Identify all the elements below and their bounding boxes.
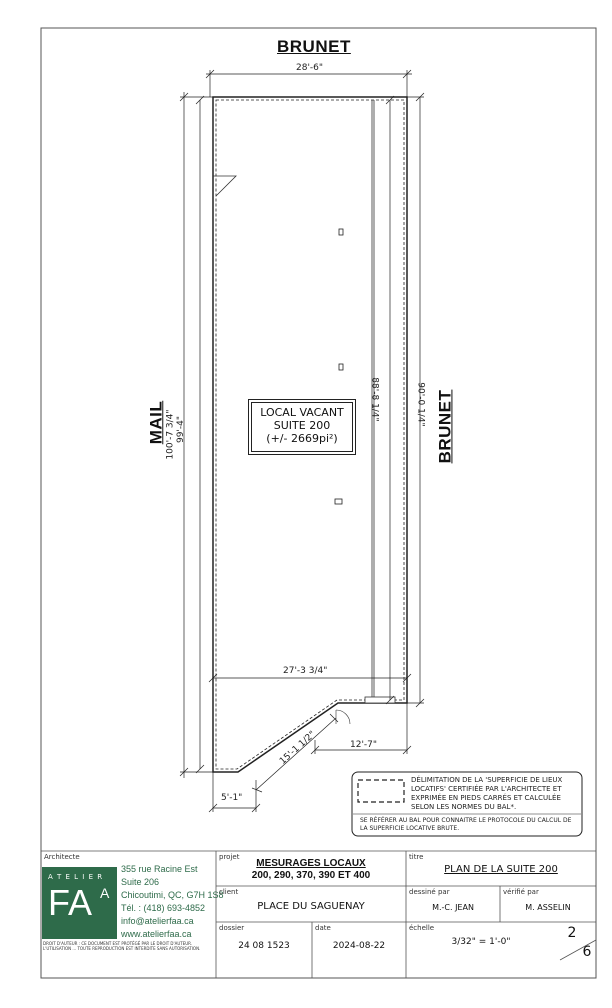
dim-small: 5'-1" [221, 793, 243, 803]
drawn-by-value: M.-C. JEAN [432, 903, 474, 912]
drawn-by-label: dessiné par [409, 888, 450, 896]
date-value: 2024-08-22 [332, 941, 386, 951]
checked-by-label: vérifié par [503, 888, 539, 896]
dim-left-inner: 99'-4" [176, 415, 187, 444]
room-label-line1: LOCAL VACANT [260, 406, 344, 419]
logo-main-text: FA [48, 882, 93, 923]
dim-bottom-width: 27'-3 3/4" [283, 666, 328, 676]
legend-text: DÉLIMITATION DE LA 'SUPERFICIE DE LIEUX … [411, 776, 563, 811]
checked-by-value: M. ASSELIN [525, 903, 571, 912]
address-line-5: info@atelierfaa.ca [121, 916, 194, 926]
client-label: client [219, 888, 239, 896]
atelier-faa-logo: A T E L I E R FA A [42, 867, 117, 939]
address-line-1: 355 rue Racine Est [121, 864, 198, 874]
project-line1: MESURAGES LOCAUX [256, 858, 366, 869]
dossier-value: 24 08 1523 [238, 941, 290, 951]
logo-super-text: A [100, 885, 110, 901]
sheet-number: 2 [567, 925, 577, 941]
project-label: projet [219, 853, 240, 861]
room-label-line2: SUITE 200 [273, 419, 331, 432]
project-line2: 200, 290, 370, 390 ET 400 [251, 870, 371, 881]
street-label-top: BRUNET [277, 37, 351, 56]
legend-note: SE RÉFÉRER AU BAL POUR CONNAITRE LE PROT… [360, 817, 572, 832]
dim-right-outer: 90'-0 1/4" [415, 382, 426, 427]
address-line-3: Chicoutimi, QC, G7H 1S8 [121, 890, 224, 900]
date-label: date [315, 924, 331, 932]
dim-left-outer: 100'-7 3/4" [165, 409, 176, 460]
address-line-2: Suite 206 [121, 877, 160, 887]
dim-top-width: 28'-6" [296, 63, 324, 73]
scale-label: échelle [409, 924, 435, 932]
dim-right-inner: 88'-8 1/4" [369, 377, 380, 422]
logo-top-text: A T E L I E R [48, 873, 104, 881]
title-label: titre [409, 853, 424, 861]
dim-step: 12'-7" [350, 740, 378, 750]
scale-value: 3/32" = 1'-0" [451, 937, 511, 947]
copyright-note: DROIT D'AUTEUR : CE DOCUMENT EST PROTÉGÉ… [43, 941, 201, 951]
client-value: PLACE DU SAGUENAY [257, 901, 365, 912]
drawing-title: PLAN DE LA SUITE 200 [444, 864, 558, 875]
room-label-line3: (+/- 2669pi²) [266, 432, 338, 445]
architect-label: Architecte [44, 853, 80, 861]
sheet-total: 6 [582, 944, 592, 960]
dossier-label: dossier [219, 924, 245, 932]
street-label-left: MAIL [146, 400, 166, 445]
address-line-6: www.atelierfaa.ca [121, 929, 192, 939]
room-label: LOCAL VACANT SUITE 200 (+/- 2669pi²) [248, 399, 356, 455]
street-label-right: BRUNET [435, 389, 455, 464]
address-line-4: Tél. : (418) 693-4852 [121, 903, 206, 913]
